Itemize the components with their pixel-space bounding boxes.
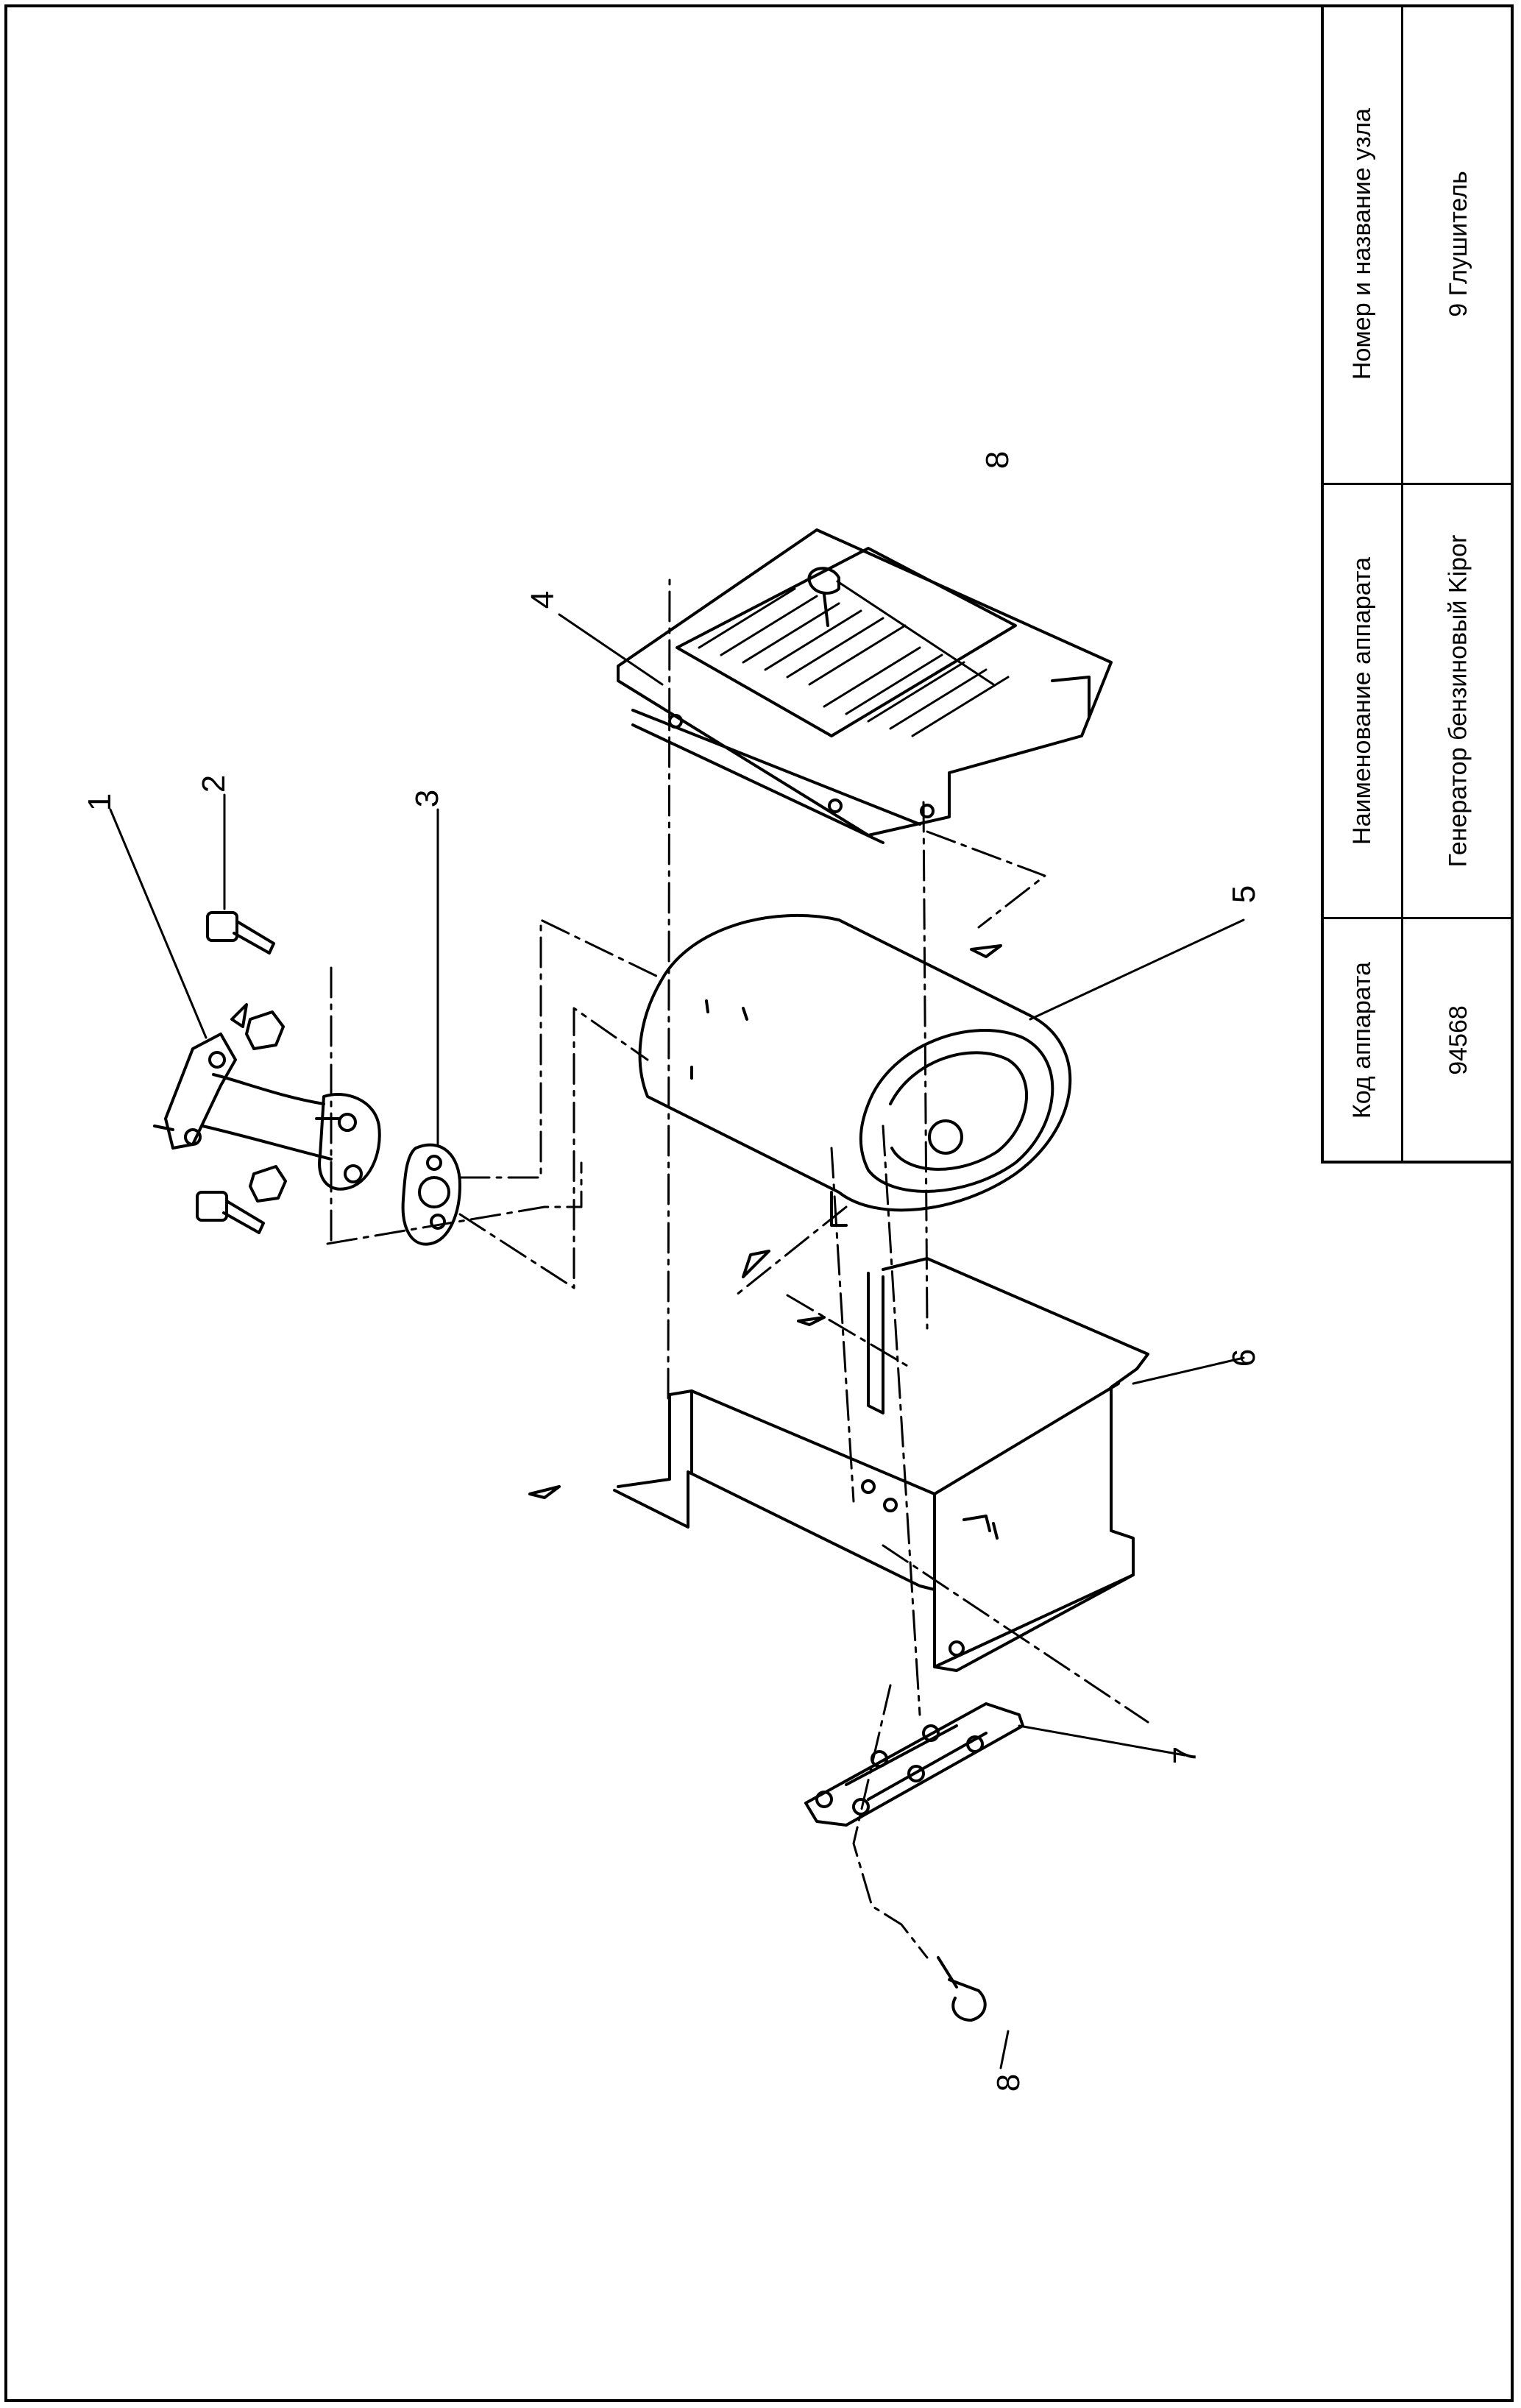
header-unit: Номер и название узла bbox=[1348, 107, 1377, 380]
exploded-view-drawing: 1 2 3 4 5 6 7 8 8 bbox=[82, 451, 1262, 2092]
header-device-cell: Наименование аппарата bbox=[1324, 485, 1401, 917]
header-code: Код аппарата bbox=[1348, 961, 1377, 1119]
callout-6: 6 bbox=[1226, 1349, 1262, 1367]
part-1-exhaust-pipe bbox=[153, 1033, 381, 1191]
title-block-divider bbox=[1401, 4, 1403, 1161]
value-code-cell: 94568 bbox=[1403, 919, 1514, 1161]
callout-5: 5 bbox=[1226, 885, 1262, 903]
value-unit-cell: 9 Глушитель bbox=[1403, 4, 1514, 483]
part-6-bracket bbox=[613, 1257, 1149, 1672]
direction-arrows bbox=[230, 944, 1002, 1499]
callout-8-top: 8 bbox=[979, 451, 1015, 469]
assembly-axis-lines bbox=[326, 573, 1149, 1959]
header-unit-cell: Номер и название узла bbox=[1324, 4, 1401, 483]
value-device-cell: Генератор бензиновый Kipor bbox=[1403, 485, 1514, 917]
value-code: 94568 bbox=[1444, 1005, 1472, 1075]
header-device-name: Наименование аппарата bbox=[1348, 557, 1377, 845]
callout-8-bottom: 8 bbox=[990, 2074, 1027, 2092]
sheet-frame bbox=[4, 4, 1514, 2402]
part-nut bbox=[245, 1010, 287, 1203]
part-8-screw bbox=[807, 567, 987, 2022]
part-4-heat-shield bbox=[617, 528, 1113, 844]
callout-labels: 1 2 3 4 5 6 7 8 8 bbox=[82, 451, 1262, 2092]
callout-4: 4 bbox=[525, 591, 561, 609]
value-unit: 9 Глушитель bbox=[1444, 170, 1472, 317]
part-3-gasket bbox=[401, 1143, 461, 1246]
part-5-muffler bbox=[638, 914, 1072, 1227]
title-block-row-divider bbox=[1324, 917, 1514, 919]
callout-2: 2 bbox=[196, 775, 232, 793]
title-block-row-divider bbox=[1324, 483, 1514, 485]
part-2-bolt bbox=[196, 911, 275, 1234]
title-block: Номер и название узла Наименование аппар… bbox=[1321, 4, 1514, 1164]
callout-7: 7 bbox=[1167, 1746, 1203, 1764]
leader-lines bbox=[109, 580, 1245, 2069]
value-device-name: Генератор бензиновый Kipor bbox=[1444, 534, 1472, 868]
part-7-mounting-plate bbox=[804, 1702, 1024, 1827]
callout-1: 1 bbox=[82, 793, 118, 811]
callout-3: 3 bbox=[409, 790, 445, 807]
header-code-cell: Код аппарата bbox=[1324, 919, 1401, 1161]
